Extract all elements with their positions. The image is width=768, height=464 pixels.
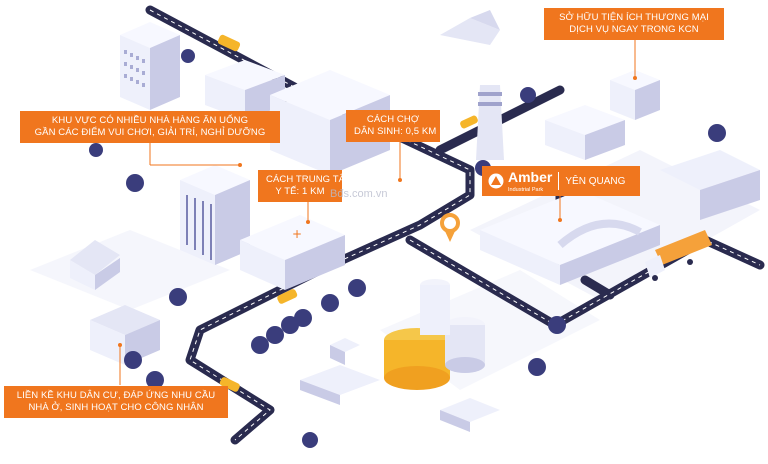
cloud-icon xyxy=(440,10,500,45)
watermark: Bđs.com.vn xyxy=(330,188,388,200)
house-left xyxy=(70,240,120,290)
label-commercial-services: SỞ HỮU TIỆN ÍCH THƯƠNG MẠI DỊCH VỤ NGAY … xyxy=(544,8,724,40)
warehouse-blocks xyxy=(300,338,500,432)
striped-tower xyxy=(180,165,250,265)
cars xyxy=(217,34,478,392)
factory-complex xyxy=(480,105,760,285)
brand-separator xyxy=(558,172,560,190)
location-pin-icon xyxy=(440,213,460,242)
house-bottom-left xyxy=(90,305,160,365)
label-connectors xyxy=(119,38,636,385)
brand-park-name: YÊN QUANG xyxy=(565,175,626,187)
tower-building-top-left xyxy=(120,22,180,110)
label-medical-distance: CÁCH TRUNG TÂM Y TẾ: 1 KM xyxy=(258,170,353,202)
chimney xyxy=(476,85,504,160)
label-restaurants-entertainment: KHU VỰC CÓ NHIỀU NHÀ HÀNG ĂN UỐNG GẦN CÁ… xyxy=(20,111,280,143)
connector-dots xyxy=(118,76,637,347)
svg-text:+: + xyxy=(292,227,302,241)
road-spur xyxy=(580,275,615,300)
trees xyxy=(89,49,726,448)
label-market-distance: CÁCH CHỢ DÂN SINH: 0,5 KM xyxy=(346,110,440,142)
brand-text: Amber Industrial Park xyxy=(508,169,552,193)
brand-name: Amber xyxy=(508,169,553,185)
storage-tanks xyxy=(384,279,485,390)
amber-brand-label: Amber Industrial Park YÊN QUANG xyxy=(482,166,640,196)
amber-logo-icon xyxy=(488,173,504,189)
hospital-building: + xyxy=(240,215,345,290)
brand-subtitle: Industrial Park xyxy=(508,187,544,193)
label-residential-area: LIỀN KỀ KHU DÂN CƯ, ĐÁP ỨNG NHU CẦU NHÀ … xyxy=(4,386,228,418)
truck xyxy=(645,230,712,281)
